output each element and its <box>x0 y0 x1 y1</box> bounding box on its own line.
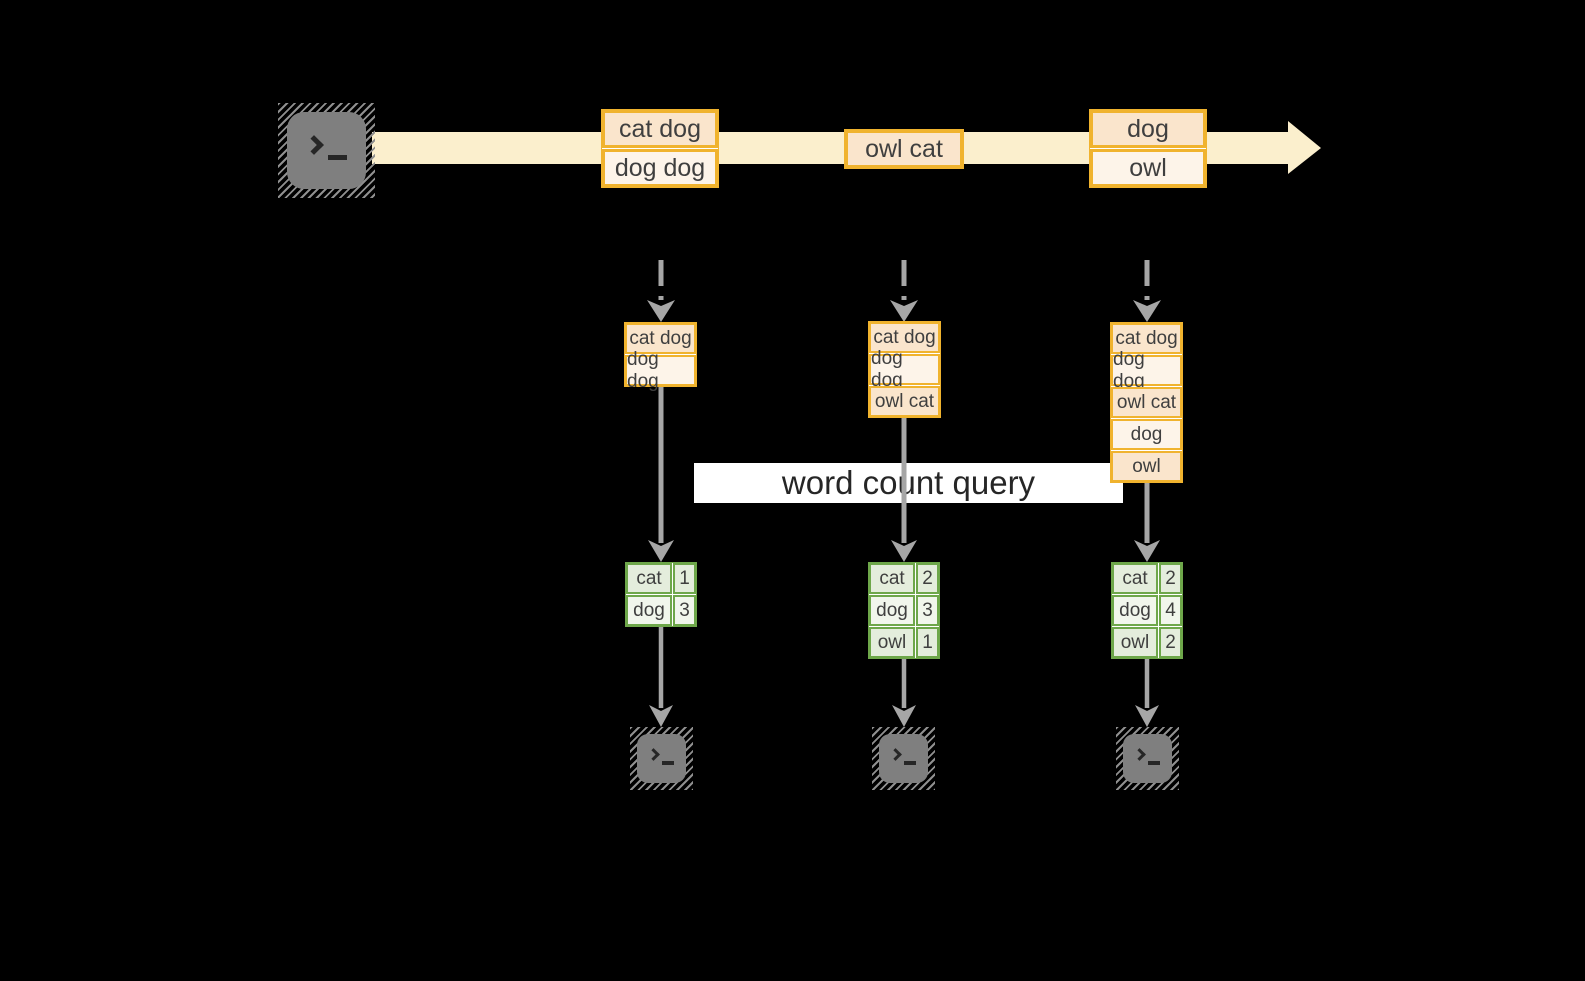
count-value-cell: 4 <box>1159 595 1182 626</box>
event-row: owl cat <box>845 130 963 168</box>
count-value-cell: 2 <box>1159 563 1182 594</box>
prompt-cursor-icon <box>1148 761 1160 765</box>
state-row: owl <box>1111 451 1182 482</box>
state-row: dog dog <box>625 349 696 392</box>
terminal-sink-icon-1 <box>630 727 693 790</box>
table-row: owl 1 <box>869 627 939 658</box>
query-arrowhead-2 <box>891 540 917 562</box>
state-row: cat dog <box>625 323 696 354</box>
count-word-cell: cat <box>869 563 915 594</box>
table-row: dog 4 <box>1112 595 1182 626</box>
terminal-sink-icon-3 <box>1116 727 1179 790</box>
prompt-chevron-icon <box>1133 748 1146 761</box>
table-row: cat 1 <box>626 563 696 594</box>
count-value-cell: 3 <box>673 595 696 626</box>
count-word-cell: dog <box>626 595 672 626</box>
event-box-2: owl cat <box>844 129 964 169</box>
count-value-cell: 2 <box>916 563 939 594</box>
event-box-3: dog owl <box>1089 109 1207 188</box>
prompt-cursor-icon <box>904 761 916 765</box>
prompt-cursor-icon <box>327 155 347 160</box>
state-stack-1: cat dog dog dog <box>624 322 697 392</box>
output-arrowhead-2 <box>892 705 916 727</box>
terminal-sink-icon-2 <box>872 727 935 790</box>
state-row: dog <box>1111 419 1182 450</box>
output-arrowhead-1 <box>649 705 673 727</box>
query-label: word count query <box>694 463 1123 503</box>
count-word-cell: owl <box>869 627 915 658</box>
prompt-chevron-icon <box>303 134 324 155</box>
event-row: cat dog <box>602 110 718 148</box>
terminal-screen <box>287 112 366 189</box>
count-word-cell: cat <box>626 563 672 594</box>
ingest-arrowhead-1 <box>647 300 675 322</box>
stream-arrowhead <box>1288 121 1321 174</box>
count-value-cell: 1 <box>916 627 939 658</box>
count-table-1: cat 1 dog 3 <box>625 562 697 627</box>
event-row: owl <box>1090 149 1206 187</box>
terminal-source-icon <box>278 103 375 198</box>
ingest-arrowhead-3 <box>1133 300 1161 322</box>
terminal-screen <box>879 734 928 783</box>
state-row: cat dog <box>1111 323 1182 354</box>
state-stack-2: cat dog dog dog owl cat <box>868 321 941 418</box>
table-row: cat 2 <box>869 563 939 594</box>
terminal-screen <box>637 734 686 783</box>
count-value-cell: 2 <box>1159 627 1182 658</box>
count-table-3: cat 2 dog 4 owl 2 <box>1111 562 1183 659</box>
count-value-cell: 1 <box>673 563 696 594</box>
state-stack-3: cat dog dog dog owl cat dog owl <box>1110 322 1183 483</box>
state-row: dog dog <box>869 348 940 391</box>
prompt-chevron-icon <box>647 748 660 761</box>
count-word-cell: dog <box>1112 595 1158 626</box>
table-row: dog 3 <box>626 595 696 626</box>
prompt-chevron-icon <box>889 748 902 761</box>
state-row: dog dog <box>1111 349 1182 392</box>
terminal-screen <box>1123 734 1172 783</box>
output-arrowhead-3 <box>1135 705 1159 727</box>
count-word-cell: owl <box>1112 627 1158 658</box>
prompt-cursor-icon <box>662 761 674 765</box>
count-word-cell: cat <box>1112 563 1158 594</box>
event-box-1: cat dog dog dog <box>601 109 719 188</box>
state-row: cat dog <box>869 322 940 353</box>
count-table-2: cat 2 dog 3 owl 1 <box>868 562 940 659</box>
state-row: owl cat <box>1111 387 1182 418</box>
count-word-cell: dog <box>869 595 915 626</box>
query-arrowhead-3 <box>1134 540 1160 562</box>
table-row: cat 2 <box>1112 563 1182 594</box>
event-row: dog <box>1090 110 1206 148</box>
table-row: owl 2 <box>1112 627 1182 658</box>
count-value-cell: 3 <box>916 595 939 626</box>
query-arrowhead-1 <box>648 540 674 562</box>
table-row: dog 3 <box>869 595 939 626</box>
event-row: dog dog <box>602 149 718 187</box>
state-row: owl cat <box>869 386 940 417</box>
ingest-arrowhead-2 <box>890 300 918 322</box>
